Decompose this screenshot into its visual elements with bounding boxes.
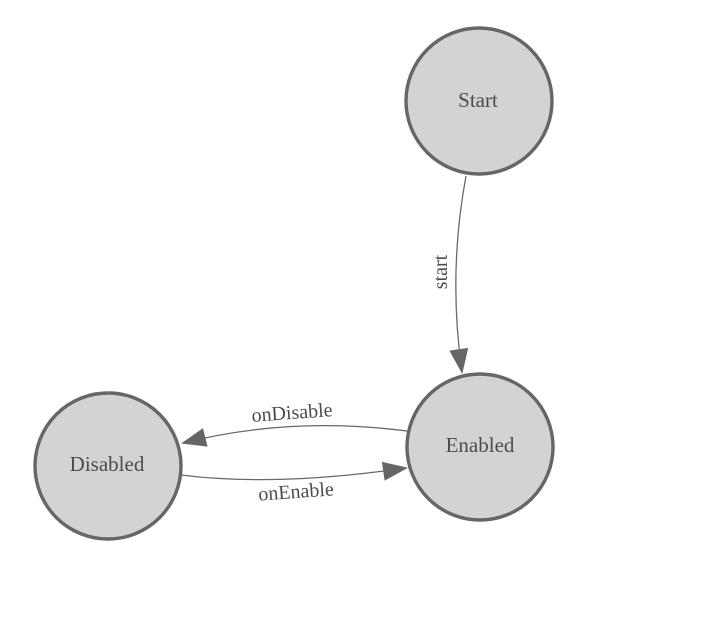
edge-label-onenable: onEnable [258, 478, 335, 505]
state-circle-start [404, 26, 554, 176]
state-circle-enabled [405, 372, 555, 522]
state-label-enabled: Enabled [446, 433, 515, 457]
state-label-start: Start [458, 88, 498, 112]
edge-disabled-to-enabled [180, 461, 408, 481]
state-node-disabled: Disabled [33, 391, 183, 541]
edge-enabled-to-disabled [181, 425, 408, 447]
state-node-enabled: Enabled [405, 372, 555, 522]
state-node-start: Start [404, 26, 554, 176]
edge-label-start: start [430, 254, 452, 289]
state-circle-disabled [33, 391, 183, 541]
state-label-disabled: Disabled [70, 452, 145, 476]
edge-label-ondisable: onDisable [251, 399, 334, 427]
edge-start-to-enabled [449, 175, 469, 374]
